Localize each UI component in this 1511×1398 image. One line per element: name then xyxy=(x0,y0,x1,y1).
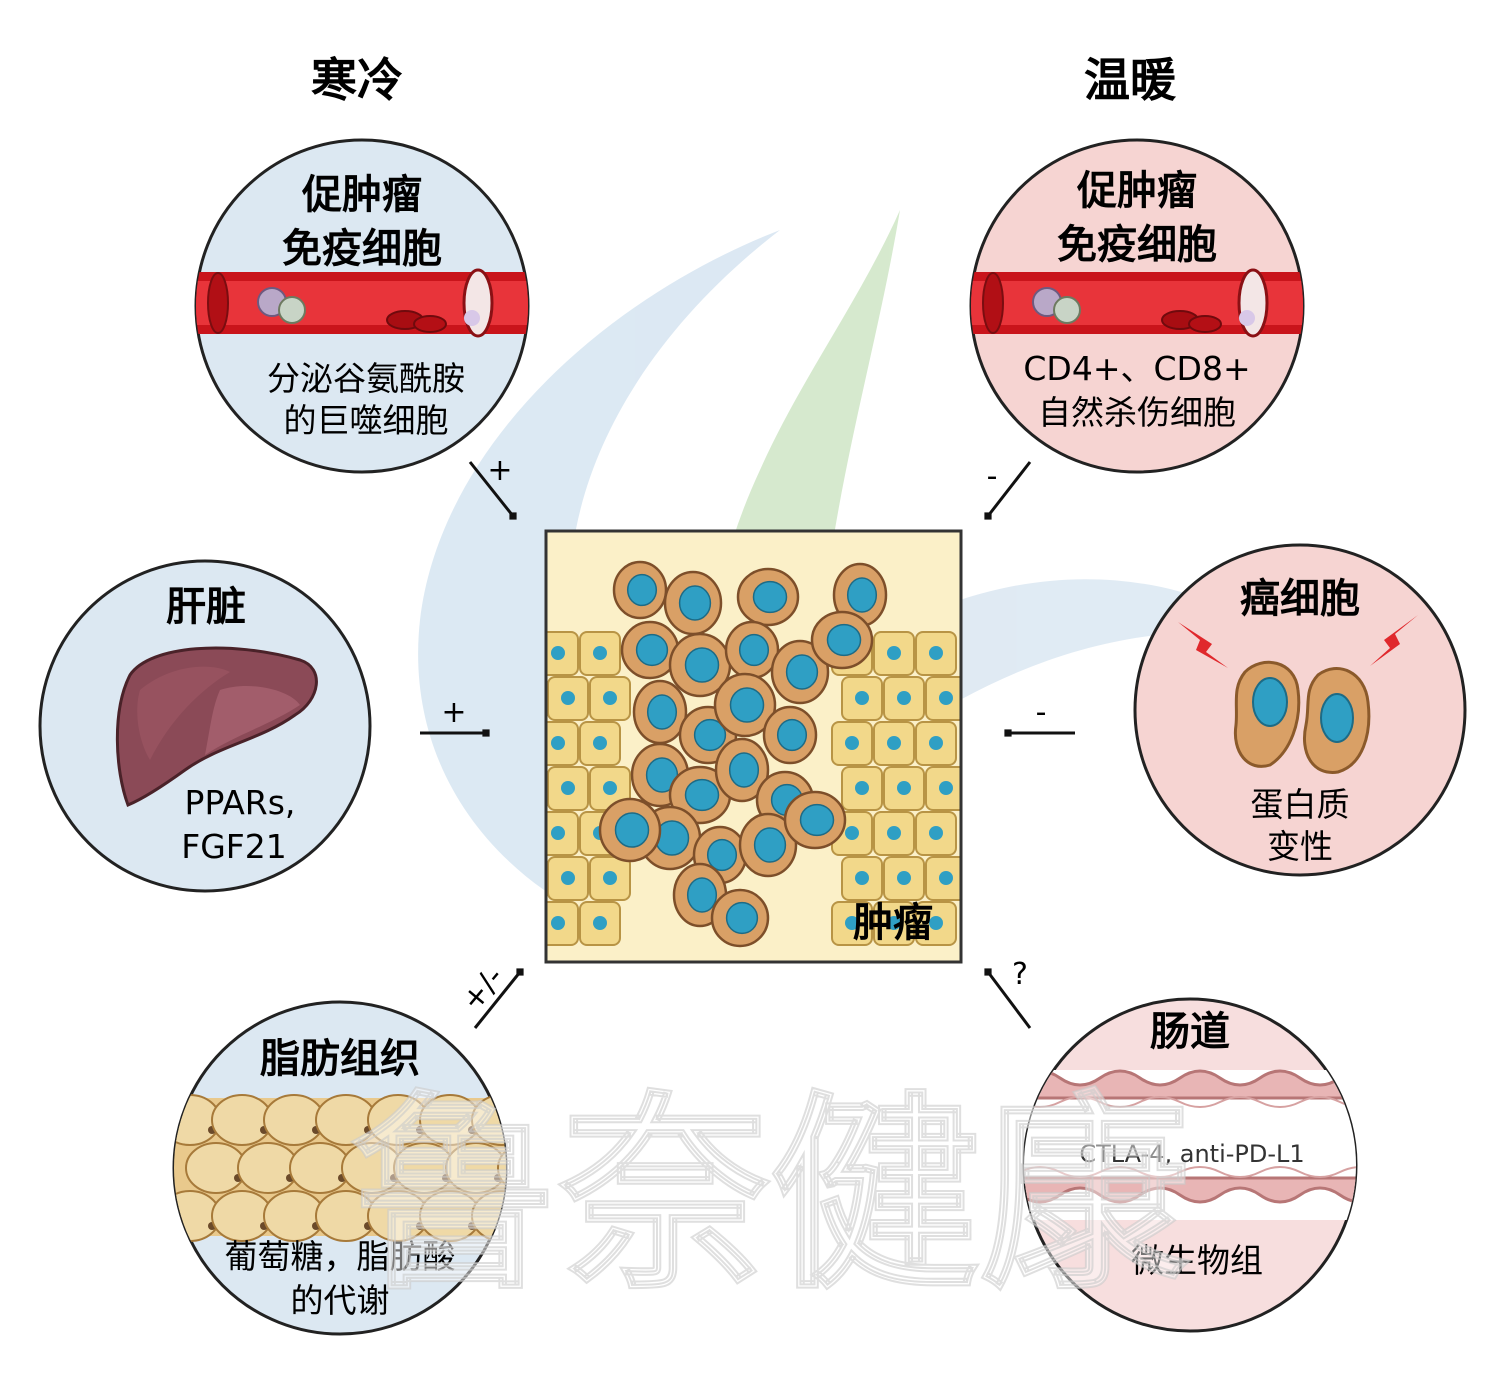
cancer-cells-illustration xyxy=(1178,615,1418,774)
tumor-cell xyxy=(714,737,770,803)
liver-body: FGF21 xyxy=(181,827,287,866)
warm-immune-body: 自然杀伤细胞 xyxy=(1038,393,1236,432)
normal-cell xyxy=(841,856,883,901)
normal-cell xyxy=(883,676,925,721)
gut-inner-label: CTLA-4, anti-PD-L1 xyxy=(1079,1140,1304,1168)
cold-immune-title: 免疫细胞 xyxy=(282,226,442,272)
normal-cell xyxy=(547,856,589,901)
tumor-cell xyxy=(620,620,680,680)
cancer-cell-sign: - xyxy=(1036,695,1047,730)
adipose-body: 葡萄糖，脂肪酸 xyxy=(225,1237,456,1276)
warm-immune-body: CD4+、CD8+ xyxy=(1023,349,1250,388)
normal-cell xyxy=(579,721,621,766)
liver-illustration xyxy=(115,646,318,807)
connector-warm-immune xyxy=(984,461,1032,520)
normal-cell xyxy=(547,766,589,811)
liver-body: PPARs, xyxy=(185,783,296,822)
tumor-cell xyxy=(770,639,830,705)
normal-cell xyxy=(925,676,961,721)
connector-cold-immune xyxy=(468,461,517,520)
normal-cell xyxy=(873,811,915,856)
normal-cell xyxy=(579,901,621,946)
heading-cold: 寒冷 xyxy=(311,53,403,107)
tumor-cell xyxy=(663,570,723,636)
tumor-cell xyxy=(713,672,777,738)
normal-cell xyxy=(546,811,579,856)
gut-body: 微生物组 xyxy=(1131,1241,1263,1280)
gut-illustration xyxy=(1024,1069,1356,1220)
normal-cell xyxy=(841,676,883,721)
tumor-cell xyxy=(632,679,688,745)
normal-cell xyxy=(915,811,957,856)
blood-vessel-illustration xyxy=(971,268,1303,338)
tumor-cell xyxy=(668,765,732,825)
adipose-title: 脂肪组织 xyxy=(260,1036,420,1082)
cold-immune-body: 分泌谷氨酰胺 xyxy=(267,359,465,398)
normal-cell xyxy=(546,721,579,766)
normal-cell xyxy=(873,721,915,766)
tumor-cell xyxy=(738,812,798,878)
tumor-cell xyxy=(724,620,780,680)
gut-sign: ? xyxy=(1012,957,1028,992)
normal-cell xyxy=(915,631,957,676)
tumor-cell xyxy=(736,567,800,627)
normal-cell xyxy=(873,631,915,676)
cold-immune-title: 促肿瘤 xyxy=(301,172,422,218)
cancer-cell-body: 蛋白质 xyxy=(1251,785,1350,824)
normal-cell xyxy=(547,676,589,721)
normal-cell xyxy=(883,766,925,811)
normal-cell xyxy=(883,856,925,901)
tumor-cell xyxy=(612,560,668,620)
blood-vessel-illustration xyxy=(196,268,528,338)
fat-cell xyxy=(497,1142,506,1194)
watermark-text: 鲁奈健康 xyxy=(350,1073,1190,1318)
warm-immune-title: 免疫细胞 xyxy=(1057,222,1217,268)
liver-sign: + xyxy=(441,695,466,730)
adipose-body: 的代谢 xyxy=(291,1281,390,1320)
normal-cell xyxy=(831,721,873,766)
normal-cell xyxy=(546,901,579,946)
normal-cell xyxy=(589,856,631,901)
warm-immune-sign: - xyxy=(987,459,998,494)
adipose-sign: +/- xyxy=(455,960,511,1018)
normal-cell xyxy=(546,631,579,676)
tumor-cell xyxy=(668,632,732,698)
tumor-cell xyxy=(832,562,888,628)
fat-cell xyxy=(445,1142,506,1194)
liver-title: 肝脏 xyxy=(166,584,246,630)
cold-immune-body: 的巨噬细胞 xyxy=(284,401,449,440)
cancer-cell-title: 癌细胞 xyxy=(1240,576,1360,622)
warm-immune-title: 促肿瘤 xyxy=(1076,168,1197,214)
normal-cell xyxy=(925,766,961,811)
gut-title: 肠道 xyxy=(1150,1009,1230,1055)
normal-cell xyxy=(873,901,915,946)
normal-cell xyxy=(841,766,883,811)
normal-cell xyxy=(915,901,957,946)
tumor-cell xyxy=(598,797,662,863)
tumor-cell xyxy=(810,610,874,670)
normal-cell xyxy=(915,721,957,766)
normal-cell xyxy=(925,856,961,901)
tumor-label: 肿瘤 xyxy=(853,900,933,946)
tumor-cell xyxy=(762,705,818,765)
normal-cell xyxy=(579,631,621,676)
tumor-cell xyxy=(783,790,847,850)
connector-adipose xyxy=(473,968,524,1029)
cold-immune-sign: + xyxy=(487,453,512,488)
normal-cell xyxy=(831,901,873,946)
tumor-cell xyxy=(710,888,770,948)
connector-lines xyxy=(420,461,1075,1029)
tumor-box xyxy=(544,529,963,964)
connector-gut xyxy=(984,968,1032,1029)
cancer-cell-body: 变性 xyxy=(1267,827,1333,866)
heading-warm: 温暖 xyxy=(1084,53,1177,107)
normal-cell xyxy=(589,676,631,721)
